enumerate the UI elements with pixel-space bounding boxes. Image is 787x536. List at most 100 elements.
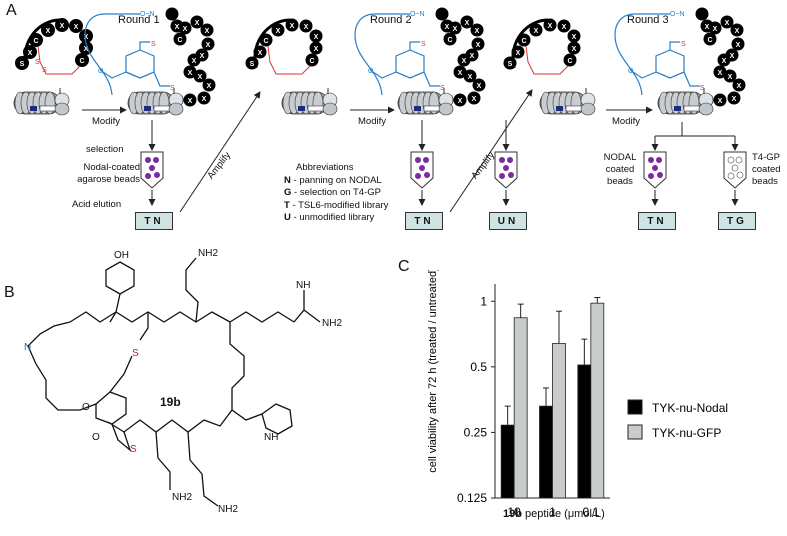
svg-text:X: X [534, 28, 539, 35]
panel-c-label: C [398, 258, 410, 275]
thioether-label: S [130, 444, 137, 455]
panel-a-label: A [6, 2, 17, 19]
modify-label-2: Modify [358, 116, 386, 127]
svg-text:X: X [74, 24, 79, 31]
svg-text:X: X [84, 46, 89, 53]
abbr-row: T - TSL6-modified library [284, 199, 389, 211]
round-2-label: Round 2 [370, 14, 412, 26]
legend-label: TYK-nu-Nodal [652, 401, 728, 415]
svg-text:X: X [188, 70, 193, 77]
svg-text:C: C [263, 38, 268, 45]
y-tick-label: 0.5 [470, 360, 487, 374]
result-box-tn-3: TN [638, 212, 676, 230]
bar-gfp [590, 302, 605, 499]
svg-text:X: X [28, 50, 33, 57]
svg-text:C: C [177, 37, 182, 44]
svg-text:X: X [276, 28, 281, 35]
result-box-un: UN [489, 212, 527, 230]
result-box-tg: TG [718, 212, 756, 230]
svg-text:X: X [572, 34, 577, 41]
legend-swatch [627, 399, 643, 415]
svg-text:X: X [572, 46, 577, 53]
svg-text:X: X [206, 42, 211, 49]
amide-nh2-label: NH2 [172, 492, 192, 503]
svg-text:X: X [290, 23, 295, 30]
xlabel-text: peptide (μmol/L) [521, 508, 605, 520]
svg-text:X: X [188, 98, 193, 105]
hydroxyl-label: OH [114, 250, 129, 261]
svg-text:X: X [175, 24, 180, 31]
panel-b-label: B [4, 284, 15, 301]
svg-text:X: X [562, 24, 567, 31]
round-3-label: Round 3 [627, 14, 669, 26]
legend-label: TYK-nu-GFP [652, 426, 721, 440]
y-tick-label: 0.125 [457, 491, 487, 505]
svg-text:C: C [79, 58, 84, 65]
chart-ylabel: cell viability after 72 h (treated / unt… [427, 270, 439, 473]
peptide-structure-19b: OH NH2 NH NH2 S O NH2 NH2 N NH S O NH2 [24, 248, 342, 515]
svg-text:O~N: O~N [140, 11, 155, 18]
svg-text:S: S [20, 61, 25, 68]
result-box-tn-2: TN [405, 212, 443, 230]
svg-text:C: C [567, 58, 572, 65]
acid-elution-label: Acid elution [72, 199, 122, 210]
svg-text:S: S [35, 59, 40, 66]
svg-text:C: C [521, 38, 526, 45]
modify-label-3: Modify [612, 116, 640, 127]
modify-label-1: Modify [92, 116, 120, 127]
nodal-coated-label: NODAL coated beads [603, 152, 637, 187]
bar-nodal [539, 405, 553, 499]
ether-o-label: O [82, 402, 90, 413]
guanidine-nh2-label: NH2 [322, 318, 342, 329]
svg-text:X: X [304, 24, 309, 31]
svg-text:C: C [33, 38, 38, 45]
svg-text:S: S [151, 41, 156, 48]
x-tick-label: 10 [507, 505, 521, 519]
carbonyl-o-label: O [92, 432, 100, 443]
imidazole-nh-label: NH [264, 432, 278, 443]
svg-text:S: S [170, 85, 175, 92]
imine-label: NH [296, 280, 310, 291]
svg-text:S: S [250, 61, 255, 68]
chart-xlabel: 19b peptide (μmol/L) [503, 508, 605, 520]
svg-text:X: X [198, 74, 203, 81]
svg-text:X: X [192, 58, 197, 65]
y-tick-label: 0.25 [464, 425, 488, 439]
bar-gfp [552, 343, 566, 499]
svg-text:O: O [98, 68, 104, 75]
svg-text:S: S [508, 61, 513, 68]
abbr-row: N - panning on NODAL [284, 174, 382, 186]
svg-text:X: X [202, 96, 207, 103]
round-1-label: Round 1 [118, 14, 160, 26]
svg-text:X: X [314, 46, 319, 53]
svg-text:X: X [195, 20, 200, 27]
abbr-row: G - selection on T4-GP [284, 187, 381, 198]
abbreviations-title: Abbreviations [296, 162, 354, 173]
bar-gfp [513, 317, 528, 499]
svg-text:X: X [314, 34, 319, 41]
x-tick-label: 0.1 [582, 505, 599, 519]
svg-text:X: X [60, 23, 65, 30]
y-tick-label: 1 [480, 294, 487, 308]
bar-nodal [577, 364, 592, 499]
legend-swatch [627, 424, 643, 440]
svg-text:S: S [42, 67, 47, 74]
viability-chart: cell viability after 72 h (treated / unt… [427, 270, 728, 519]
x-tick-label: 1 [549, 505, 556, 519]
result-box-tn-1: TN [135, 212, 173, 230]
bar-nodal [500, 424, 515, 499]
xlabel-compound: 19b [503, 508, 522, 520]
svg-text:X: X [183, 26, 188, 33]
svg-text:X: X [207, 83, 212, 90]
svg-text:C: C [309, 58, 314, 65]
thioether-top-label: S [132, 348, 139, 359]
svg-text:X: X [46, 28, 51, 35]
svg-text:X: X [200, 53, 205, 60]
t4gp-coated-label: T4-GP coated beads [752, 152, 781, 187]
abbr-row: U - unmodified library [284, 212, 375, 223]
amine-label: NH2 [198, 248, 218, 259]
svg-text:X: X [258, 50, 263, 57]
svg-text:X: X [516, 50, 521, 57]
